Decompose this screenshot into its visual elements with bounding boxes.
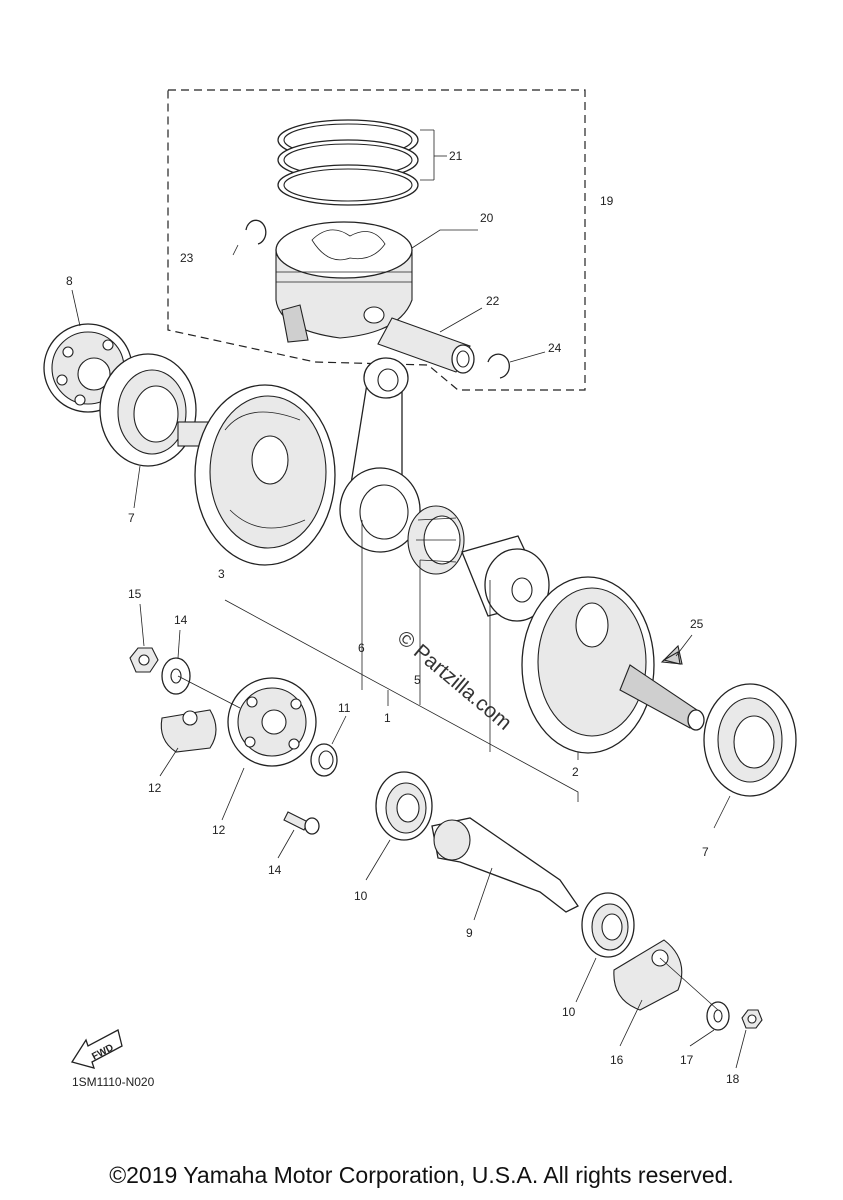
- callout-10-right: 10: [562, 1005, 576, 1019]
- callout-1: 1: [384, 711, 391, 725]
- piston-pin-circlip-right: [487, 353, 510, 379]
- callout-7-left: 7: [128, 511, 135, 525]
- balancer-washer-left: [161, 657, 191, 695]
- callout-22: 21: [449, 149, 463, 163]
- crank-web-left: [177, 384, 336, 566]
- balancer-weight-left: [160, 709, 217, 753]
- balancer-bearing-right: [581, 892, 635, 958]
- connecting-rod: [339, 357, 421, 553]
- woodruff-key: [662, 651, 681, 665]
- piston-pin: [377, 317, 475, 374]
- balancer-nut-right: [741, 1009, 763, 1029]
- callout-7-right: 7: [702, 845, 709, 859]
- crank-web-right: [521, 576, 705, 754]
- callout-3: 3: [218, 567, 225, 581]
- balancer-collar: [310, 743, 338, 777]
- piston-rings: [277, 119, 419, 206]
- balancer-nut-left: [129, 647, 159, 673]
- piston: [275, 221, 413, 343]
- callout-24-left: 23: [180, 251, 194, 265]
- callout-13: 12: [148, 781, 162, 795]
- callout-11: 11: [338, 701, 351, 715]
- main-bearing-left: [99, 353, 197, 467]
- callout-24-right: 24: [548, 341, 562, 355]
- callout-8: 8: [66, 274, 73, 288]
- balancer-shaft: [431, 817, 579, 913]
- main-bearing-right: [703, 683, 797, 797]
- callout-10-left: 10: [354, 889, 368, 903]
- callout-15: 14: [174, 613, 188, 627]
- diagram-code: 1SM1110-N020: [72, 1075, 155, 1089]
- piston-pin-circlip-left: [245, 219, 267, 245]
- balancer-washer-right: [706, 1001, 730, 1031]
- callout-19: 18: [726, 1072, 740, 1086]
- callout-12-num: 12: [212, 823, 226, 837]
- callout-21: 20: [480, 211, 494, 225]
- callout-25: 25: [690, 617, 704, 631]
- leader-lines: [71, 129, 747, 1069]
- callout-6: 6: [358, 641, 365, 655]
- balancer-bearing-left: [375, 771, 433, 841]
- big-end-bearing: [407, 505, 465, 575]
- balancer-drive-gear: [227, 677, 317, 767]
- crank-pin: [461, 535, 550, 622]
- piston-kit-boundary: [167, 89, 586, 391]
- callout-9: 9: [466, 926, 473, 940]
- callout-17: 16: [610, 1053, 624, 1067]
- callout-23: 22: [486, 294, 500, 308]
- partzilla-watermark: © Partzilla.com: [393, 626, 516, 735]
- callout-2: 2: [572, 765, 579, 779]
- callout-18: 17: [680, 1053, 694, 1067]
- callout-16: 15: [128, 587, 142, 601]
- copyright-notice: ©2019 Yamaha Motor Corporation, U.S.A. A…: [109, 1162, 734, 1188]
- callout-5: 5: [414, 673, 421, 687]
- callout-20: 19: [600, 194, 614, 208]
- forward-direction-arrow: FWD: [70, 1029, 123, 1069]
- balancer-bolt: [283, 811, 320, 835]
- callout-14-num: 14: [268, 863, 282, 877]
